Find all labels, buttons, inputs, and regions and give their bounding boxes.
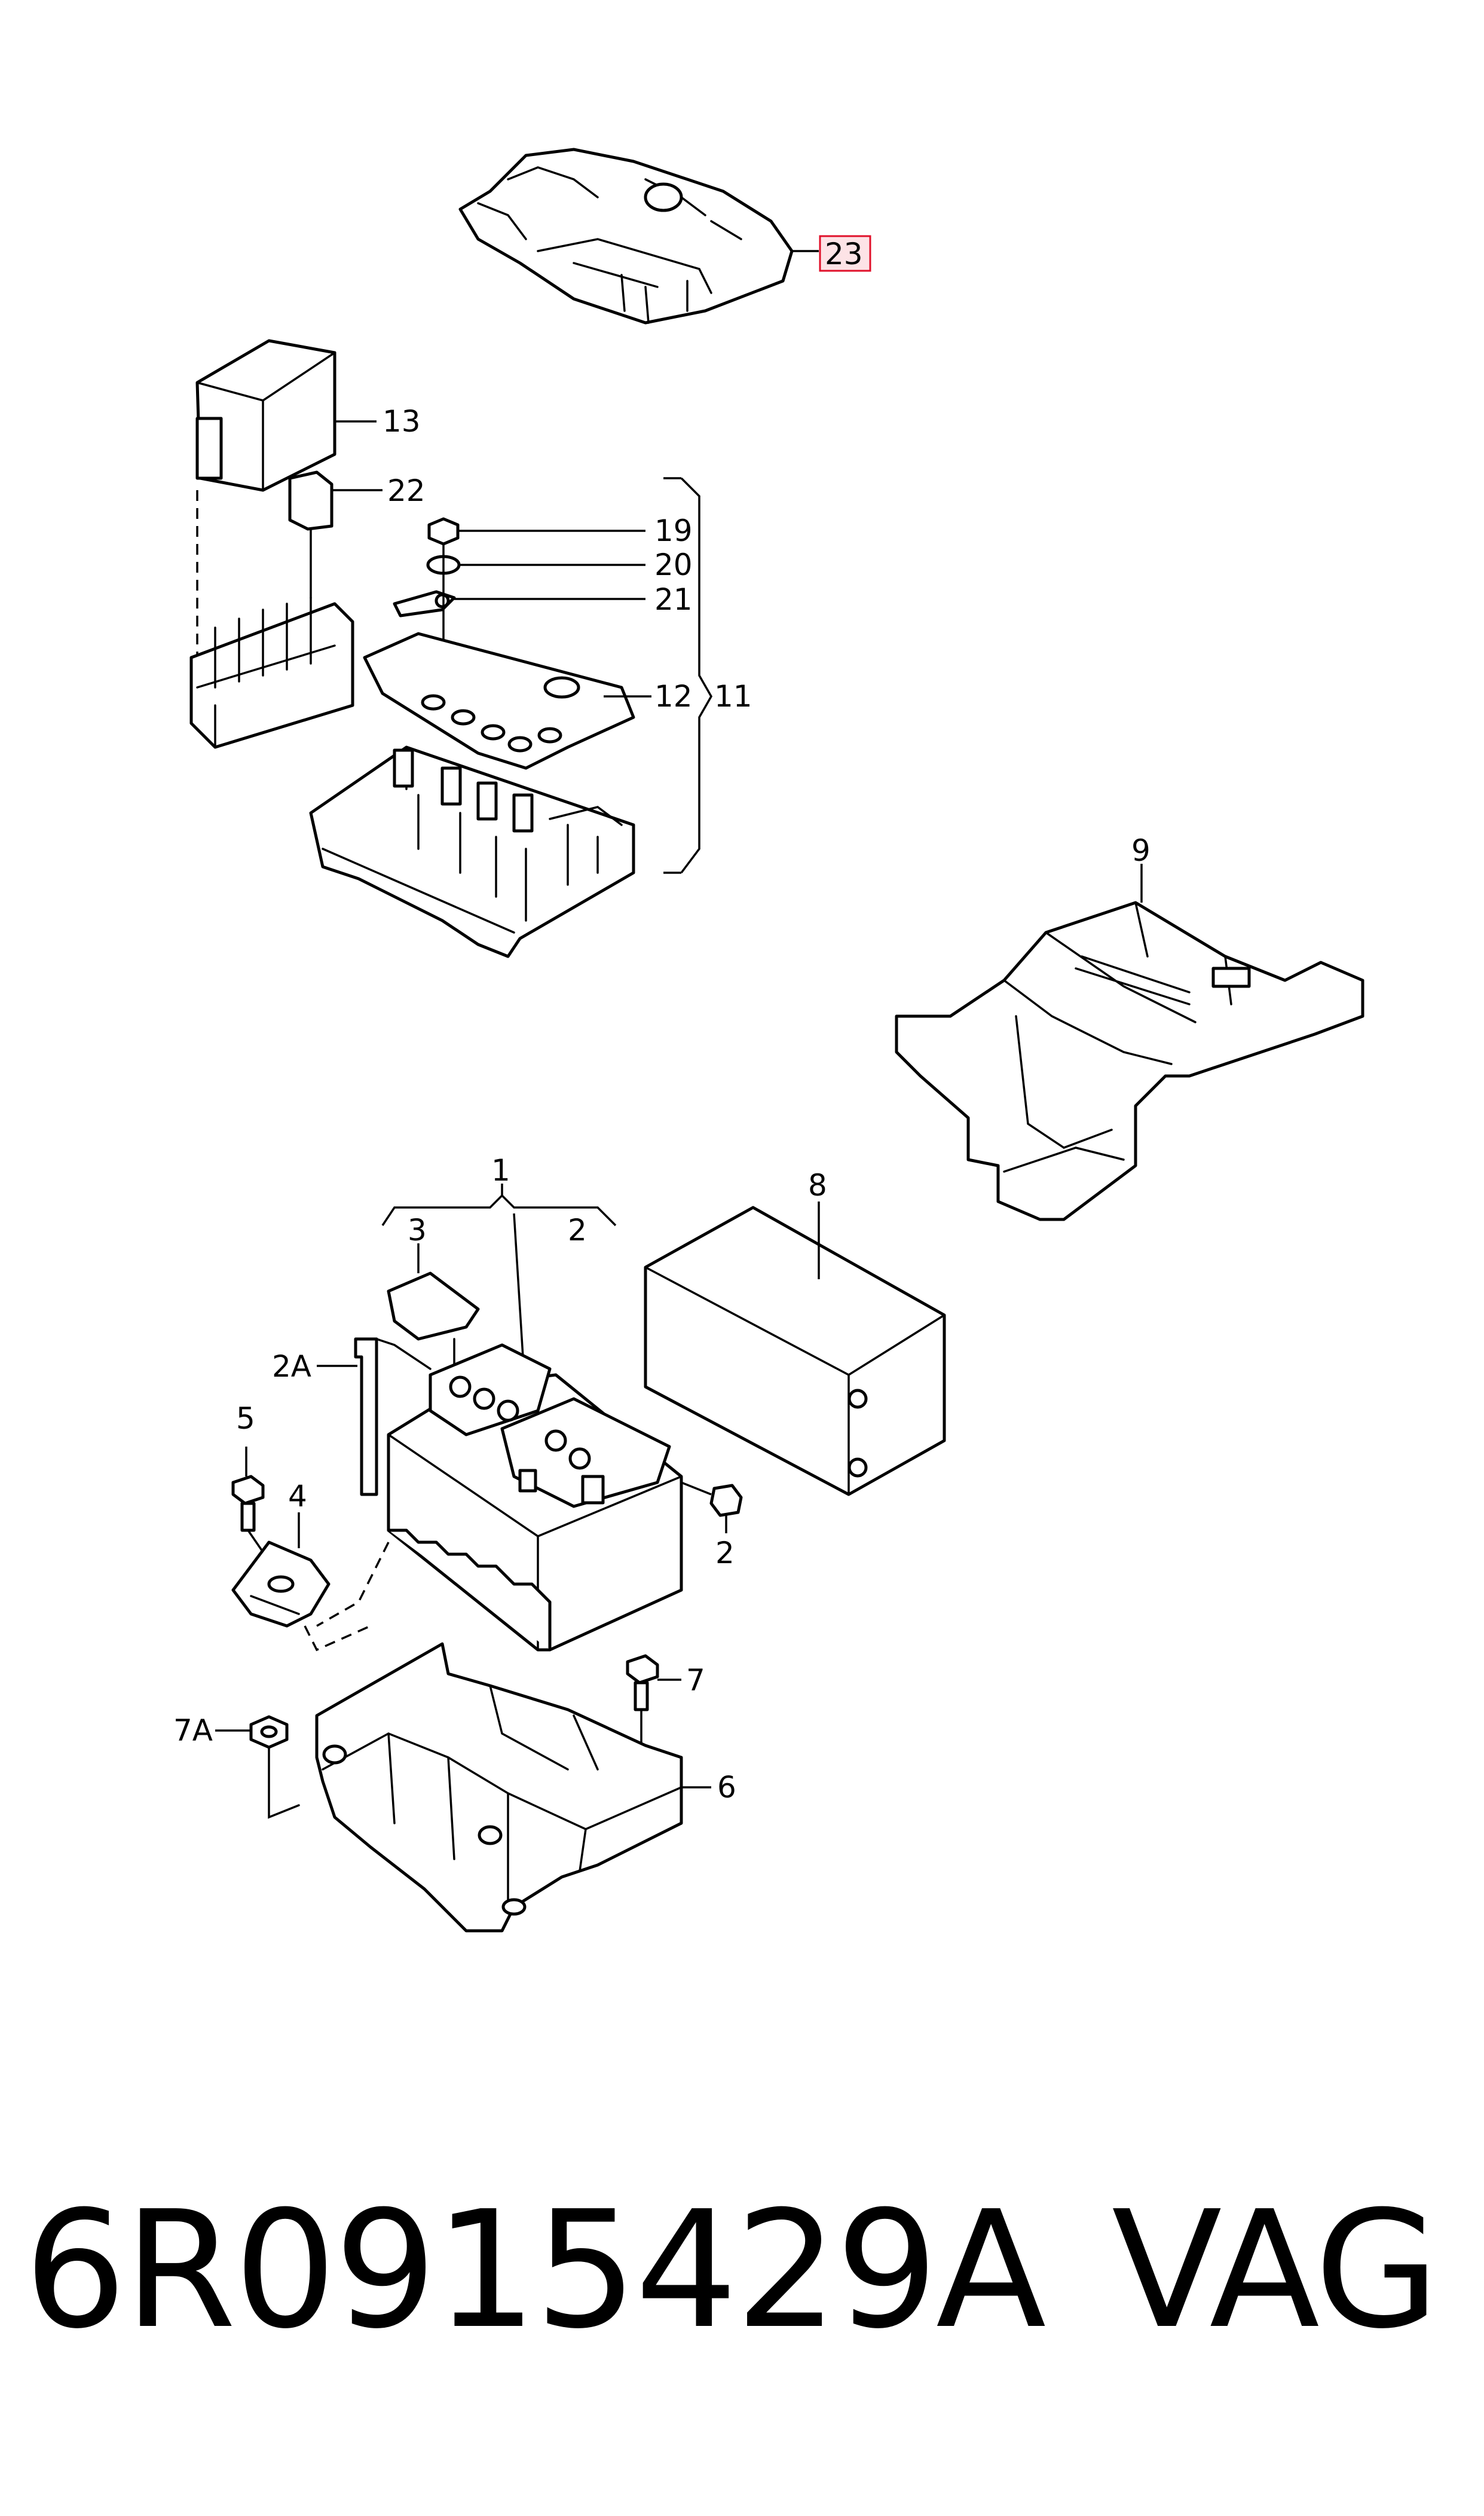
label-22: 22 [387, 473, 426, 508]
fuse-box-base[interactable] [309, 745, 635, 958]
part-4-clamp-plate[interactable]: 4 [231, 1479, 371, 1652]
part-23-battery-cover[interactable]: 23 [458, 148, 871, 325]
part-12-busbar[interactable]: 12 [363, 632, 693, 770]
part-7A-nut[interactable]: 7A [173, 1713, 300, 1819]
label-7: 7 [686, 1663, 705, 1698]
part-6-battery-tray[interactable]: 6 [315, 1642, 736, 1933]
part-23-highlight-box [819, 235, 871, 272]
label-3: 3 [408, 1213, 427, 1248]
footer: 6R0915429A VAG [24, 2176, 1470, 2391]
part-5-bolt[interactable]: 5 [231, 1401, 282, 1579]
label-2-bottom: 2 [715, 1536, 735, 1570]
part-22-fuse[interactable]: 22 [288, 470, 426, 599]
label-11: 11 [714, 679, 752, 714]
part-number: 6R0915429A [24, 2176, 1047, 2364]
part-7-bolt[interactable]: 7 [626, 1654, 705, 1747]
fuse-holder[interactable] [189, 597, 354, 749]
label-21: 21 [654, 582, 693, 617]
label-2A: 2A [272, 1349, 311, 1384]
part-1-battery[interactable] [316, 1343, 683, 1652]
label-13: 13 [383, 404, 421, 439]
part-2-plug[interactable]: 2 [681, 1481, 743, 1570]
label-7A: 7A [173, 1713, 213, 1748]
label-23: 23 [825, 237, 863, 271]
part-21-bracket[interactable]: 21 [393, 543, 693, 659]
part-2A-vent-hose[interactable]: 2A [272, 1337, 432, 1496]
part-8-battery-sleeve[interactable]: 8 [644, 1168, 946, 1496]
label-8: 8 [808, 1168, 827, 1203]
group-1-brace: 1 [381, 1153, 617, 1358]
label-4: 4 [288, 1479, 307, 1514]
label-2-top: 2 [568, 1213, 587, 1248]
group-11-brace: 11 [663, 477, 752, 874]
label-12: 12 [654, 679, 693, 714]
label-5: 5 [236, 1401, 255, 1436]
part-19-nut[interactable]: 19 [427, 513, 693, 548]
label-9: 9 [1131, 833, 1151, 868]
parts-diagram: 23 13 22 19 20 21 [173, 148, 1364, 1933]
label-20: 20 [654, 548, 693, 582]
label-6: 6 [717, 1770, 736, 1805]
label-1: 1 [491, 1153, 510, 1188]
label-19: 19 [654, 513, 693, 548]
part-13-relay-cover[interactable]: 13 [195, 339, 421, 687]
brand: VAG [1112, 2176, 1440, 2364]
part-20-washer[interactable]: 20 [426, 548, 693, 582]
part-9-battery-holder[interactable]: 9 [895, 833, 1364, 1221]
